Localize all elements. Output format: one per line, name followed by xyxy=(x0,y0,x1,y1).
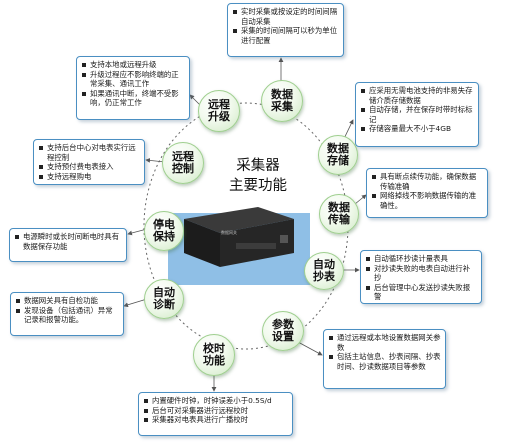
connector-power-keep xyxy=(127,228,148,236)
bubble-auto-read: 自动 抄表 xyxy=(304,252,344,290)
list-item: 实时采集或按设定的时间间隔自动采集 xyxy=(232,7,339,26)
box-data-store: 应采用无需电池支持的非易失存储介质存储数据自动存储，并在保存时带时标标记存储容量… xyxy=(355,82,479,147)
list-item: 自动循环抄读计量表具 xyxy=(365,254,477,264)
list-item: 后台管理中心发送抄读失败报警 xyxy=(365,283,477,302)
list-item: 应采用无需电池支持的非易失存储介质存储数据 xyxy=(360,86,474,105)
bubble-remote-ctrl: 远程 控制 xyxy=(162,142,204,184)
bubble-data-store-label: 数据 存储 xyxy=(327,142,349,167)
list-item: 采集器对电表具进行广播校时 xyxy=(143,415,288,425)
connector-auto-diag xyxy=(123,298,148,308)
bubble-data-transfer: 数据 传输 xyxy=(319,194,359,234)
bubble-auto-diag: 自动 诊断 xyxy=(144,279,184,319)
diagram-title: 采集器 主要功能 xyxy=(229,158,287,194)
list-item: 网络掉线不影响数据传输的准确性。 xyxy=(371,191,483,210)
box-power-keep: 电源瞬时或长时间断电时具有数据保存功能 xyxy=(9,228,127,262)
bubble-remote-upgrade-label: 远程 升级 xyxy=(208,98,230,123)
list-item: 对抄读失败的电表自动进行补抄 xyxy=(365,264,477,283)
bubble-data-transfer-label: 数据 传输 xyxy=(328,201,350,226)
bubble-power-keep-label: 停电 保持 xyxy=(153,218,175,243)
list-item: 发现设备（包括通讯）异常记录和报警功能。 xyxy=(15,306,119,325)
bubble-data-collect: 数据 采集 xyxy=(261,80,303,122)
bubble-power-keep: 停电 保持 xyxy=(144,211,184,251)
list-item: 升级过程应不影响终端的正常采集、通讯工作 xyxy=(81,70,185,89)
gateway-device-image xyxy=(184,207,294,267)
list-item: 后台可对采集器进行远程校时 xyxy=(143,406,288,416)
bubble-param-set-label: 参数 设置 xyxy=(272,318,294,343)
box-auto-diag: 数据网关具有自检功能发现设备（包括通讯）异常记录和报警功能。 xyxy=(10,292,124,336)
connector-remote-ctrl xyxy=(145,158,166,163)
box-auto-read: 自动循环抄读计量表具对抄读失败的电表自动进行补抄后台管理中心发送抄读失败报警 xyxy=(360,250,482,304)
bubble-remote-ctrl-label: 远程 控制 xyxy=(172,150,194,175)
box-remote-upgrade: 支持本地或远程升级升级过程应不影响终端的正常采集、通讯工作如果通讯中断，终端不受… xyxy=(76,56,190,120)
bubble-auto-read-label: 自动 抄表 xyxy=(313,258,335,283)
list-item: 具有断点续传功能，确保数据传输准确 xyxy=(371,172,483,191)
bubble-time-sync: 校时 功能 xyxy=(193,334,235,376)
list-item: 内置硬件时钟，时钟误差小于0.5S/d xyxy=(143,396,288,406)
box-remote-ctrl: 支持后台中心对电表实行远程控制支持预付费电表接入支持远程购电 xyxy=(33,139,145,185)
list-item: 电源瞬时或长时间断电时具有数据保存功能 xyxy=(14,232,122,251)
list-item: 采集的时间间隔可以秒为单位进行配置 xyxy=(232,26,339,45)
device-label: 数据网关 xyxy=(221,230,237,235)
connector-data-transfer xyxy=(354,194,367,205)
bubble-data-collect-label: 数据 采集 xyxy=(271,88,293,113)
list-item: 支持后台中心对电表实行远程控制 xyxy=(38,143,140,162)
bubble-param-set: 参数 设置 xyxy=(262,311,304,351)
list-item: 如果通讯中断，终端不受影响，仍正常工作 xyxy=(81,89,185,108)
bubble-auto-diag-label: 自动 诊断 xyxy=(153,286,175,311)
list-item: 自动存储，并在保存时带时标标记 xyxy=(360,105,474,124)
list-item: 存储容量最大不小于4GB xyxy=(360,124,474,134)
connector-param-set xyxy=(297,341,323,356)
list-item: 包括主站信息、抄表间隔、抄表时间、抄读数据项目等参数 xyxy=(328,352,441,371)
box-param-set: 通过远程或本地设置数据网关参数包括主站信息、抄表间隔、抄表时间、抄读数据项目等参… xyxy=(323,329,446,389)
bubble-remote-upgrade: 远程 升级 xyxy=(198,90,240,132)
list-item: 通过远程或本地设置数据网关参数 xyxy=(328,333,441,352)
bubble-data-store: 数据 存储 xyxy=(318,135,358,175)
list-item: 支持远程购电 xyxy=(38,172,140,182)
box-data-transfer: 具有断点续传功能，确保数据传输准确网络掉线不影响数据传输的准确性。 xyxy=(366,168,488,218)
list-item: 支持本地或远程升级 xyxy=(81,60,185,70)
box-data-collect: 实时采集或按设定的时间间隔自动采集采集的时间间隔可以秒为单位进行配置 xyxy=(227,3,344,57)
bubble-time-sync-label: 校时 功能 xyxy=(203,342,225,367)
list-item: 支持预付费电表接入 xyxy=(38,162,140,172)
list-item: 数据网关具有自检功能 xyxy=(15,296,119,306)
